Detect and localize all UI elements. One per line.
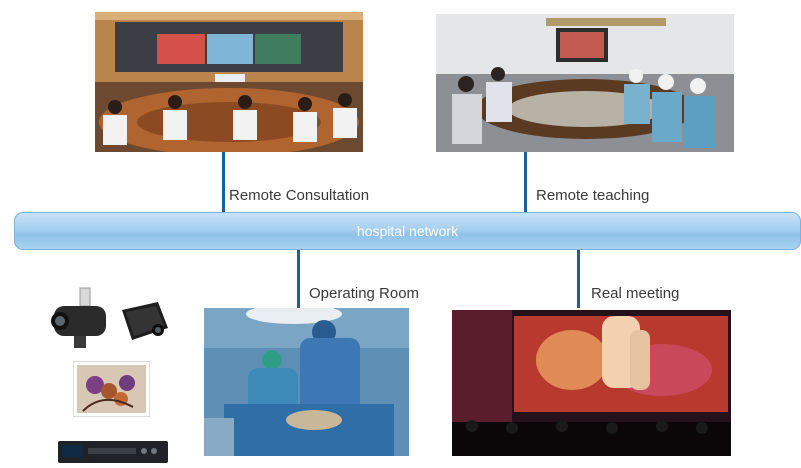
teaching-connector (524, 152, 527, 212)
real-meeting-photo (452, 310, 731, 456)
remote-consultation-photo (95, 12, 363, 152)
consultation-connector (222, 152, 225, 212)
remote-teaching-photo (436, 14, 734, 152)
display-screen-icon (72, 360, 151, 418)
camera-icon (48, 286, 112, 352)
remote-consultation-label: Remote Consultation (229, 187, 370, 204)
hospital-network-bar: hospital network (14, 212, 801, 250)
hospital-network-label: hospital network (356, 223, 459, 239)
operating-room-photo (204, 308, 409, 456)
remote-teaching-label: Remote teaching (536, 187, 650, 204)
meeting-connector (577, 250, 580, 308)
operating-room-label: Operating Room (309, 285, 420, 302)
real-meeting-label: Real meeting (591, 285, 680, 302)
recorder-device-icon (58, 437, 168, 463)
operating-connector (297, 250, 300, 308)
encoder-device-icon (118, 300, 170, 344)
